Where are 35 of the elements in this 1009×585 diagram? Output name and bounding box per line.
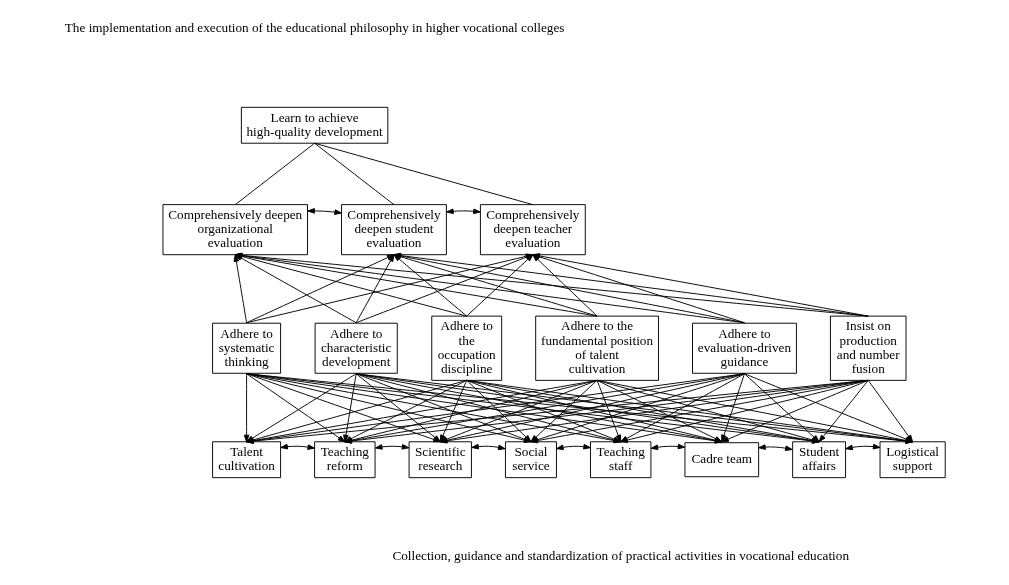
arrow: [446, 208, 481, 215]
node-box: Comprehensively deepen teacher evaluation: [479, 204, 586, 256]
node-box: Scientific research: [408, 441, 472, 479]
arrow: [845, 443, 881, 451]
node-box: Adhere to characteristic development: [314, 322, 398, 374]
node-box: Adhere to the occupation discipline: [431, 315, 503, 381]
node-box: Teaching staff: [590, 441, 652, 479]
node-box: Learn to achieve high-quality development: [240, 106, 389, 144]
arrow: [556, 443, 591, 451]
node-box: Insist on production and number fusion: [829, 315, 907, 381]
node-box: Adhere to systematic thinking: [212, 322, 282, 374]
node-box: Cadre team: [684, 442, 760, 478]
node-box: Comprehensively deepen organizational evaluation: [162, 204, 308, 256]
arrow: [307, 208, 342, 215]
connector: [234, 142, 316, 206]
node-box: Adhere to the fundamental position of talent cultivation: [535, 315, 659, 381]
node-box: Comprehensively deepen student evaluation: [341, 204, 447, 256]
arrow: [280, 443, 315, 450]
node-box: Student affairs: [792, 441, 846, 479]
connector: [314, 142, 534, 206]
node-box: Teaching reform: [314, 441, 376, 479]
connector: [314, 142, 395, 206]
node-box: Social service: [504, 441, 557, 479]
node-box: Logistical support: [879, 441, 946, 479]
arrow: [721, 373, 745, 443]
label: Collection, guidance and standardization of practical activities in vocational education: [392, 547, 850, 563]
arrow: [650, 443, 686, 450]
arrow: [374, 444, 410, 450]
arrow: [758, 444, 793, 451]
arrow: [818, 379, 869, 443]
node-box: Talent cultivation: [212, 441, 282, 479]
arrow: [471, 443, 506, 451]
label: The implementation and execution of the educational philosophy in higher vocational colleges: [64, 20, 565, 36]
arrow: [243, 373, 250, 443]
node-box: Adhere to evaluation-driven guidance: [692, 322, 797, 374]
